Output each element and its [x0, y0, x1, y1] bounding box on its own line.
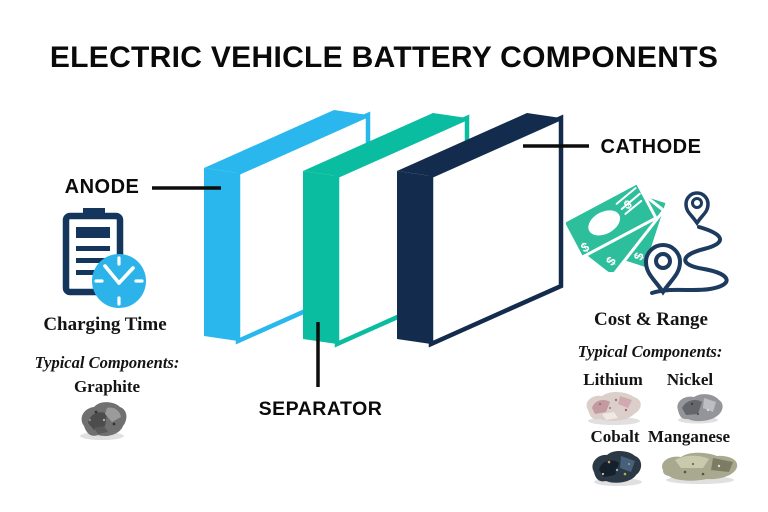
nickel-label: Nickel: [666, 370, 714, 389]
graphite-rock-image: [80, 402, 127, 440]
manganese-label: Manganese: [647, 427, 731, 446]
manganese-rock-image: [662, 452, 738, 484]
route-icon: [643, 191, 729, 296]
cobalt-rock-image: [592, 450, 642, 486]
graphite-label: Graphite: [73, 377, 141, 396]
cathode-layer-panel: [397, 113, 564, 348]
separator-label: SEPARATOR: [258, 398, 383, 420]
cobalt-label: Cobalt: [590, 427, 640, 446]
cathode-label: CATHODE: [600, 136, 702, 158]
cost-range-label: Cost & Range: [594, 309, 708, 330]
clock-icon: [92, 254, 146, 308]
charging-time-label: Charging Time: [43, 314, 167, 335]
anode-label: ANODE: [64, 176, 140, 198]
cathode-components-heading: Typical Components:: [577, 342, 723, 361]
location-pin-icon: [643, 243, 683, 296]
battery-icon: [62, 208, 146, 308]
lithium-rock-image: [586, 391, 641, 425]
anode-components-heading: Typical Components:: [34, 353, 180, 372]
diagram-title: ELECTRIC VEHICLE BATTERY COMPONENTS: [49, 41, 719, 74]
nickel-rock-image: [677, 394, 723, 424]
money-icon: $ $ $ $: [566, 180, 670, 272]
lithium-label: Lithium: [583, 370, 643, 389]
location-pin-icon: [684, 191, 710, 227]
